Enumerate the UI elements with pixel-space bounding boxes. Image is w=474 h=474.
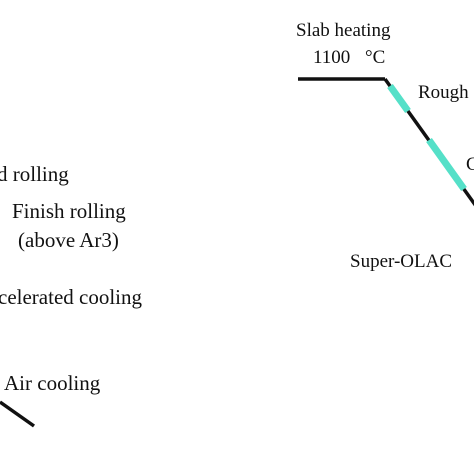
air-cooling-label: Air cooling bbox=[4, 371, 101, 395]
temperature-value: 1100 bbox=[313, 47, 350, 68]
temperature-unit: °C bbox=[365, 47, 385, 68]
c-label-fragment: C bbox=[466, 154, 474, 175]
rolling-label-fragment: d rolling bbox=[0, 162, 69, 186]
roughing-segment bbox=[387, 83, 411, 114]
finish-rolling-label: Finish rolling bbox=[12, 199, 126, 223]
accelerated-cooling-segment bbox=[426, 137, 467, 192]
above-ar3-label: (above Ar3) bbox=[18, 228, 119, 252]
rough-label-fragment: Rough bbox=[418, 82, 469, 103]
accelerated-cooling-label-fragment: celerated cooling bbox=[0, 285, 143, 309]
air-cooling-line bbox=[0, 400, 36, 428]
super-olac-label-fragment: Super-OLAC bbox=[350, 251, 452, 272]
slab-heating-label: Slab heating bbox=[296, 20, 391, 41]
